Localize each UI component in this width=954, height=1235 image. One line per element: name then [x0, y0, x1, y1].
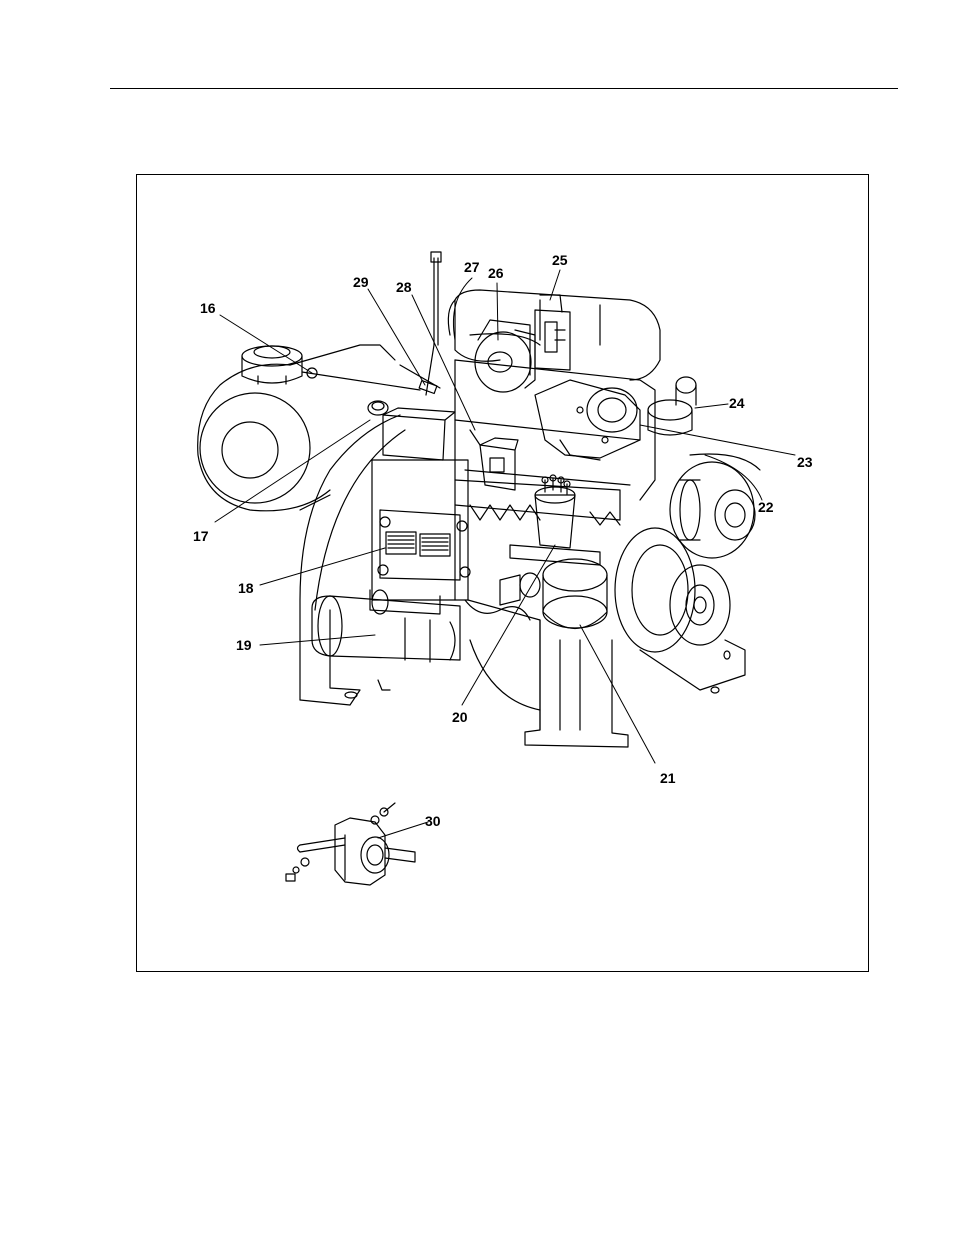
- callout-25: 25: [552, 252, 568, 268]
- alternator: [670, 454, 760, 558]
- throttle-body: [535, 380, 640, 460]
- callout-28: 28: [396, 279, 412, 295]
- callout-18: 18: [238, 580, 254, 596]
- oil-fill-cap: [368, 401, 388, 415]
- callout-22: 22: [758, 499, 774, 515]
- callout-30: 30: [425, 813, 441, 829]
- dipstick-tube: [426, 252, 441, 395]
- air-cleaner: [198, 345, 395, 511]
- callout-24: 24: [729, 395, 745, 411]
- harness-connector: [400, 365, 440, 393]
- callout-23: 23: [797, 454, 813, 470]
- callout-19: 19: [236, 637, 252, 653]
- callout-21: 21: [660, 770, 676, 786]
- callout-16: 16: [200, 300, 216, 316]
- callout-29: 29: [353, 274, 369, 290]
- oil-filter: [543, 559, 607, 629]
- distributor: [510, 475, 600, 597]
- callout-labels: 16 17 18 19 20 21 22 23 24 25 26 27 28 2…: [193, 252, 813, 829]
- callout-20: 20: [452, 709, 468, 725]
- flywheel-housing: [300, 415, 405, 705]
- callout-26: 26: [488, 265, 504, 281]
- callout-27: 27: [464, 259, 480, 275]
- callout-17: 17: [193, 528, 209, 544]
- fuel-regulator: [475, 320, 535, 392]
- thermostat-housing: [242, 346, 420, 390]
- starter-motor: [312, 590, 460, 690]
- engine-mount: [286, 803, 415, 885]
- oil-pan: [470, 620, 628, 747]
- front-pulley: [615, 528, 745, 693]
